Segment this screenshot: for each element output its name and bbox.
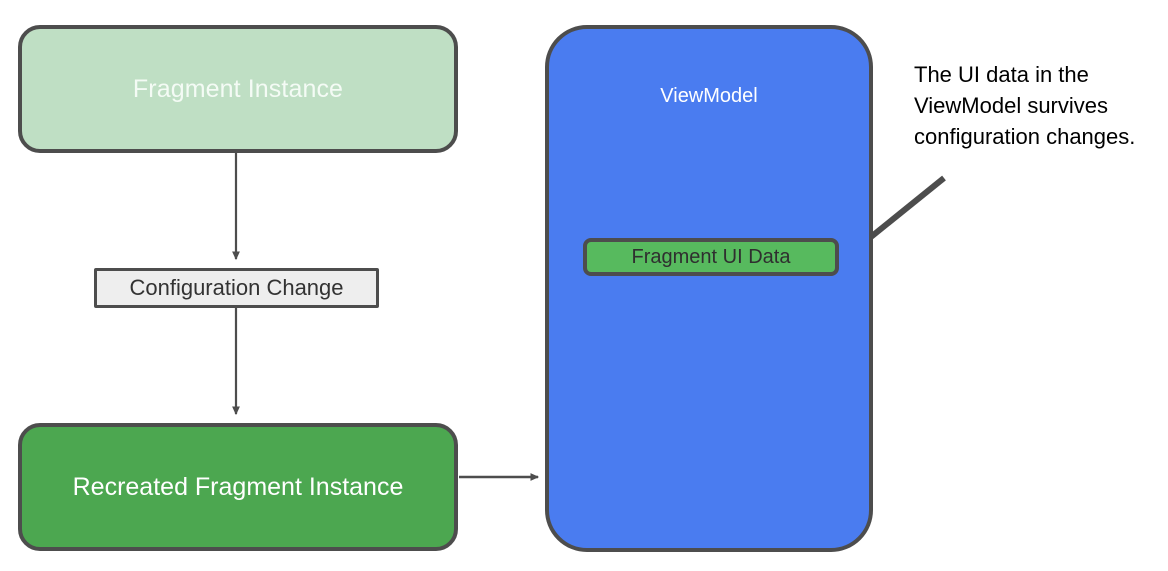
annotation-line-3: configuration changes. (914, 124, 1136, 149)
viewmodel-label: ViewModel (660, 85, 758, 107)
configuration-change-box[interactable]: Configuration Change (94, 268, 379, 308)
recreated-fragment-instance-box[interactable]: Recreated Fragment Instance (18, 423, 458, 551)
annotation-line-1: The UI data in the (914, 62, 1089, 87)
fragment-instance-box[interactable]: Fragment Instance (18, 25, 458, 153)
fragment-ui-data-label: Fragment UI Data (631, 245, 791, 268)
annotation-callout: The UI data in the ViewModel survives co… (914, 59, 1164, 152)
annotation-line-2: ViewModel survives (914, 93, 1109, 118)
viewmodel-panel[interactable] (545, 25, 873, 552)
fragment-ui-data-box[interactable]: Fragment UI Data (583, 238, 839, 276)
fragment-instance-label: Fragment Instance (132, 74, 344, 103)
recreated-fragment-instance-label: Recreated Fragment Instance (72, 472, 404, 501)
configuration-change-label: Configuration Change (129, 275, 344, 300)
